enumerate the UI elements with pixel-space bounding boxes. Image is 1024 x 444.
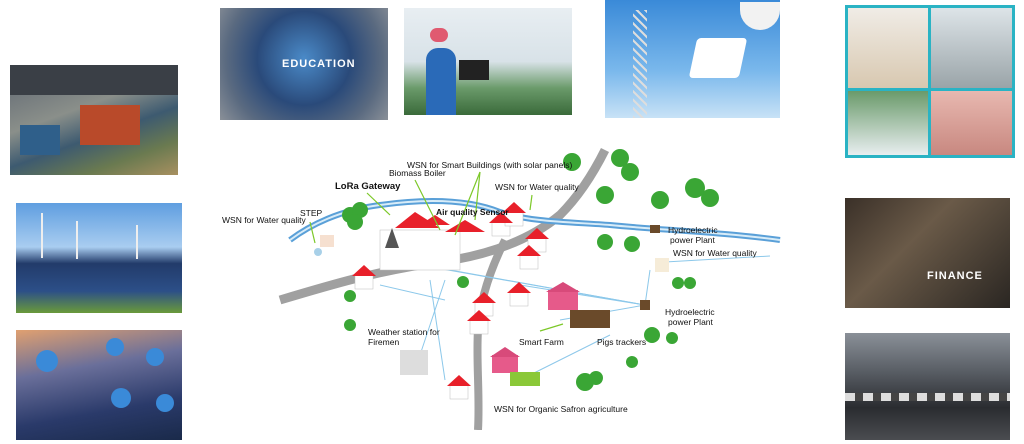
label-biomass-boiler: Biomass Boiler bbox=[389, 168, 446, 178]
label-hydro-top-1: Hydroelectric bbox=[668, 225, 718, 235]
label-lora-gateway: LoRa Gateway bbox=[335, 181, 401, 192]
label-water-quality-right: WSN for Water quality bbox=[673, 248, 758, 258]
finance-caption: FINANCE bbox=[927, 270, 983, 282]
label-step: STEP bbox=[300, 208, 323, 218]
hospital-photo bbox=[845, 5, 1015, 158]
education-photo: EDUCATION bbox=[220, 8, 388, 120]
cell-tower-photo bbox=[605, 0, 780, 118]
label-arrows bbox=[309, 171, 564, 332]
factory-photo bbox=[10, 65, 178, 175]
solar-farm-photo bbox=[16, 203, 182, 313]
finance-photo: FINANCE bbox=[845, 198, 1010, 308]
road-horizontal bbox=[278, 147, 610, 305]
label-weather-1: Weather station for bbox=[368, 327, 440, 337]
label-weather-2: Firemen bbox=[368, 337, 399, 347]
label-smart-buildings: WSN for Smart Buildings (with solar pane… bbox=[407, 160, 573, 170]
smart-city-photo bbox=[16, 330, 182, 440]
label-water-quality-top: WSN for Water quality bbox=[495, 182, 580, 192]
label-hydro-bottom-1: Hydroelectric bbox=[665, 307, 715, 317]
smart-city-diagram: WSN for Smart Buildings (with solar pane… bbox=[222, 147, 781, 430]
bike-factory-photo bbox=[845, 333, 1010, 440]
label-water-quality-left: WSN for Water quality bbox=[222, 215, 307, 225]
trees bbox=[342, 149, 719, 391]
label-hydro-top-2: power Plant bbox=[670, 235, 716, 245]
farmer-laptop-photo bbox=[404, 8, 572, 115]
network-links bbox=[379, 255, 771, 381]
label-smart-farm: Smart Farm bbox=[519, 337, 564, 347]
road-vertical bbox=[473, 238, 509, 430]
education-caption: EDUCATION bbox=[282, 58, 356, 70]
label-air-quality: Air quality Sensor bbox=[436, 207, 509, 217]
houses bbox=[314, 202, 669, 400]
label-pigs-trackers: Pigs trackers bbox=[597, 337, 646, 347]
label-hydro-bottom-2: power Plant bbox=[668, 317, 714, 327]
label-safron: WSN for Organic Safron agriculture bbox=[494, 404, 628, 414]
